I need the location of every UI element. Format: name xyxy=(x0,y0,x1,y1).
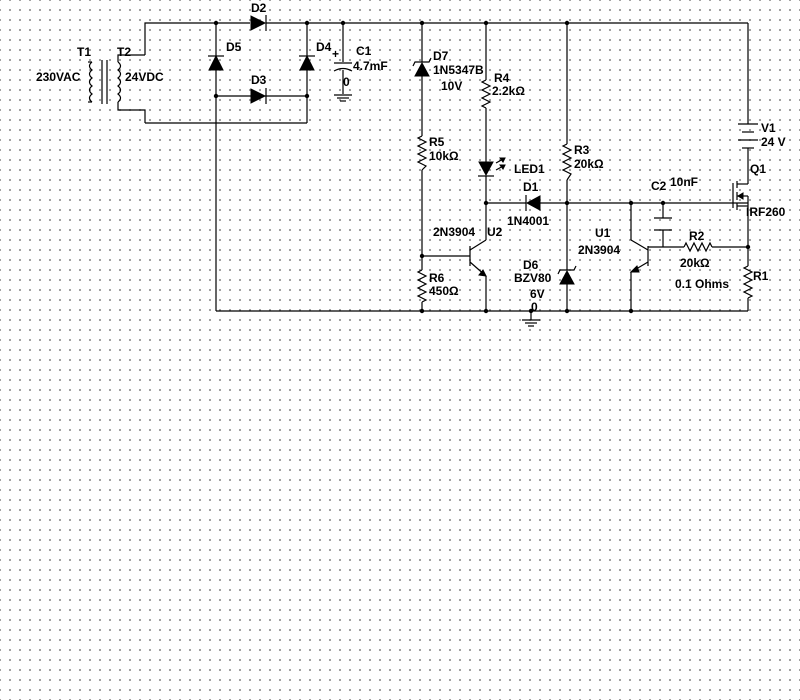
diode-d3-symbol[interactable] xyxy=(250,88,267,104)
label-led1: LED1 xyxy=(514,162,545,176)
resistor-r3-symbol[interactable] xyxy=(561,143,573,181)
diode-d4-symbol[interactable] xyxy=(299,54,315,71)
label-ground-node: 0 xyxy=(531,300,538,314)
label-q1-part: IRF260 xyxy=(746,205,786,219)
label-c1: C1 xyxy=(356,44,372,58)
capacitor-c2-symbol[interactable] xyxy=(654,217,672,231)
label-t1: T1 xyxy=(77,45,91,59)
zener-d6-symbol[interactable] xyxy=(557,265,577,285)
label-c1-polarity: + xyxy=(332,47,339,61)
label-r2-value: 20kΩ xyxy=(680,256,710,270)
diode-d5-symbol[interactable] xyxy=(208,54,224,71)
label-c1-value: 4.7mF xyxy=(353,59,388,73)
battery-v1-symbol[interactable] xyxy=(738,123,758,152)
resistor-r4-symbol[interactable] xyxy=(480,79,492,109)
label-r1-value: 0.1 Ohms xyxy=(675,277,729,291)
label-t2: T2 xyxy=(117,45,131,59)
label-r3-value: 20kΩ xyxy=(574,157,604,171)
label-u2: U2 xyxy=(487,225,503,239)
label-t2-voltage: 24VDC xyxy=(125,70,164,84)
wires xyxy=(144,22,749,320)
label-d7: D7 xyxy=(433,49,449,63)
zener-d7-symbol[interactable] xyxy=(412,57,432,77)
resistor-r2-symbol[interactable] xyxy=(683,241,713,253)
label-c2: C2 xyxy=(651,179,667,193)
label-d6-value: 6V xyxy=(530,287,545,301)
diode-d2-symbol[interactable] xyxy=(250,15,267,31)
label-d1-part: 1N4001 xyxy=(507,214,549,228)
label-r4: R4 xyxy=(494,71,510,85)
label-u2-part: 2N3904 xyxy=(433,225,475,239)
ground-symbol xyxy=(522,319,540,327)
label-c2-value: 10nF xyxy=(670,175,698,189)
transformer-symbol[interactable] xyxy=(88,54,146,123)
transistor-u1-symbol[interactable] xyxy=(629,239,649,273)
label-r2: R2 xyxy=(689,229,705,243)
label-r1: R1 xyxy=(753,269,769,283)
mosfet-q1-symbol[interactable] xyxy=(732,180,749,210)
label-r4-value: 2.2kΩ xyxy=(492,84,525,98)
resistor-r6-symbol[interactable] xyxy=(416,269,428,303)
component-labels: T1 T2 230VAC 24VDC D2 D5 D4 D3 + C1 4.7m… xyxy=(36,1,786,314)
label-d6-part: BZV80 xyxy=(514,271,552,285)
label-v1: V1 xyxy=(761,121,776,135)
label-d4: D4 xyxy=(316,40,332,54)
transistor-u2-symbol[interactable] xyxy=(469,239,487,277)
label-r3: R3 xyxy=(574,143,590,157)
label-r5-value: 10kΩ xyxy=(429,149,459,163)
label-d6: D6 xyxy=(523,258,539,272)
label-d5: D5 xyxy=(226,40,242,54)
label-u1: U1 xyxy=(595,226,611,240)
resistor-r1-symbol[interactable] xyxy=(742,265,754,299)
label-r6-value: 450Ω xyxy=(429,284,459,298)
capacitor-c1-symbol[interactable] xyxy=(333,62,353,102)
label-r5: R5 xyxy=(429,135,445,149)
label-q1: Q1 xyxy=(750,162,766,176)
label-c1-ground: 0 xyxy=(343,75,350,89)
label-d1: D1 xyxy=(523,180,539,194)
label-r6: R6 xyxy=(429,271,445,285)
label-t1-voltage: 230VAC xyxy=(36,70,81,84)
label-v1-value: 24 V xyxy=(761,135,786,149)
led1-symbol[interactable] xyxy=(478,157,506,177)
label-d2: D2 xyxy=(251,1,267,15)
diode-d1-symbol[interactable] xyxy=(525,195,541,211)
label-u1-part: 2N3904 xyxy=(578,243,620,257)
resistor-r5-symbol[interactable] xyxy=(416,135,428,171)
label-d7-part: 1N5347B xyxy=(433,63,484,77)
junction-dots xyxy=(213,20,751,314)
label-d3: D3 xyxy=(251,73,267,87)
label-d7-value: 10V xyxy=(441,79,462,93)
